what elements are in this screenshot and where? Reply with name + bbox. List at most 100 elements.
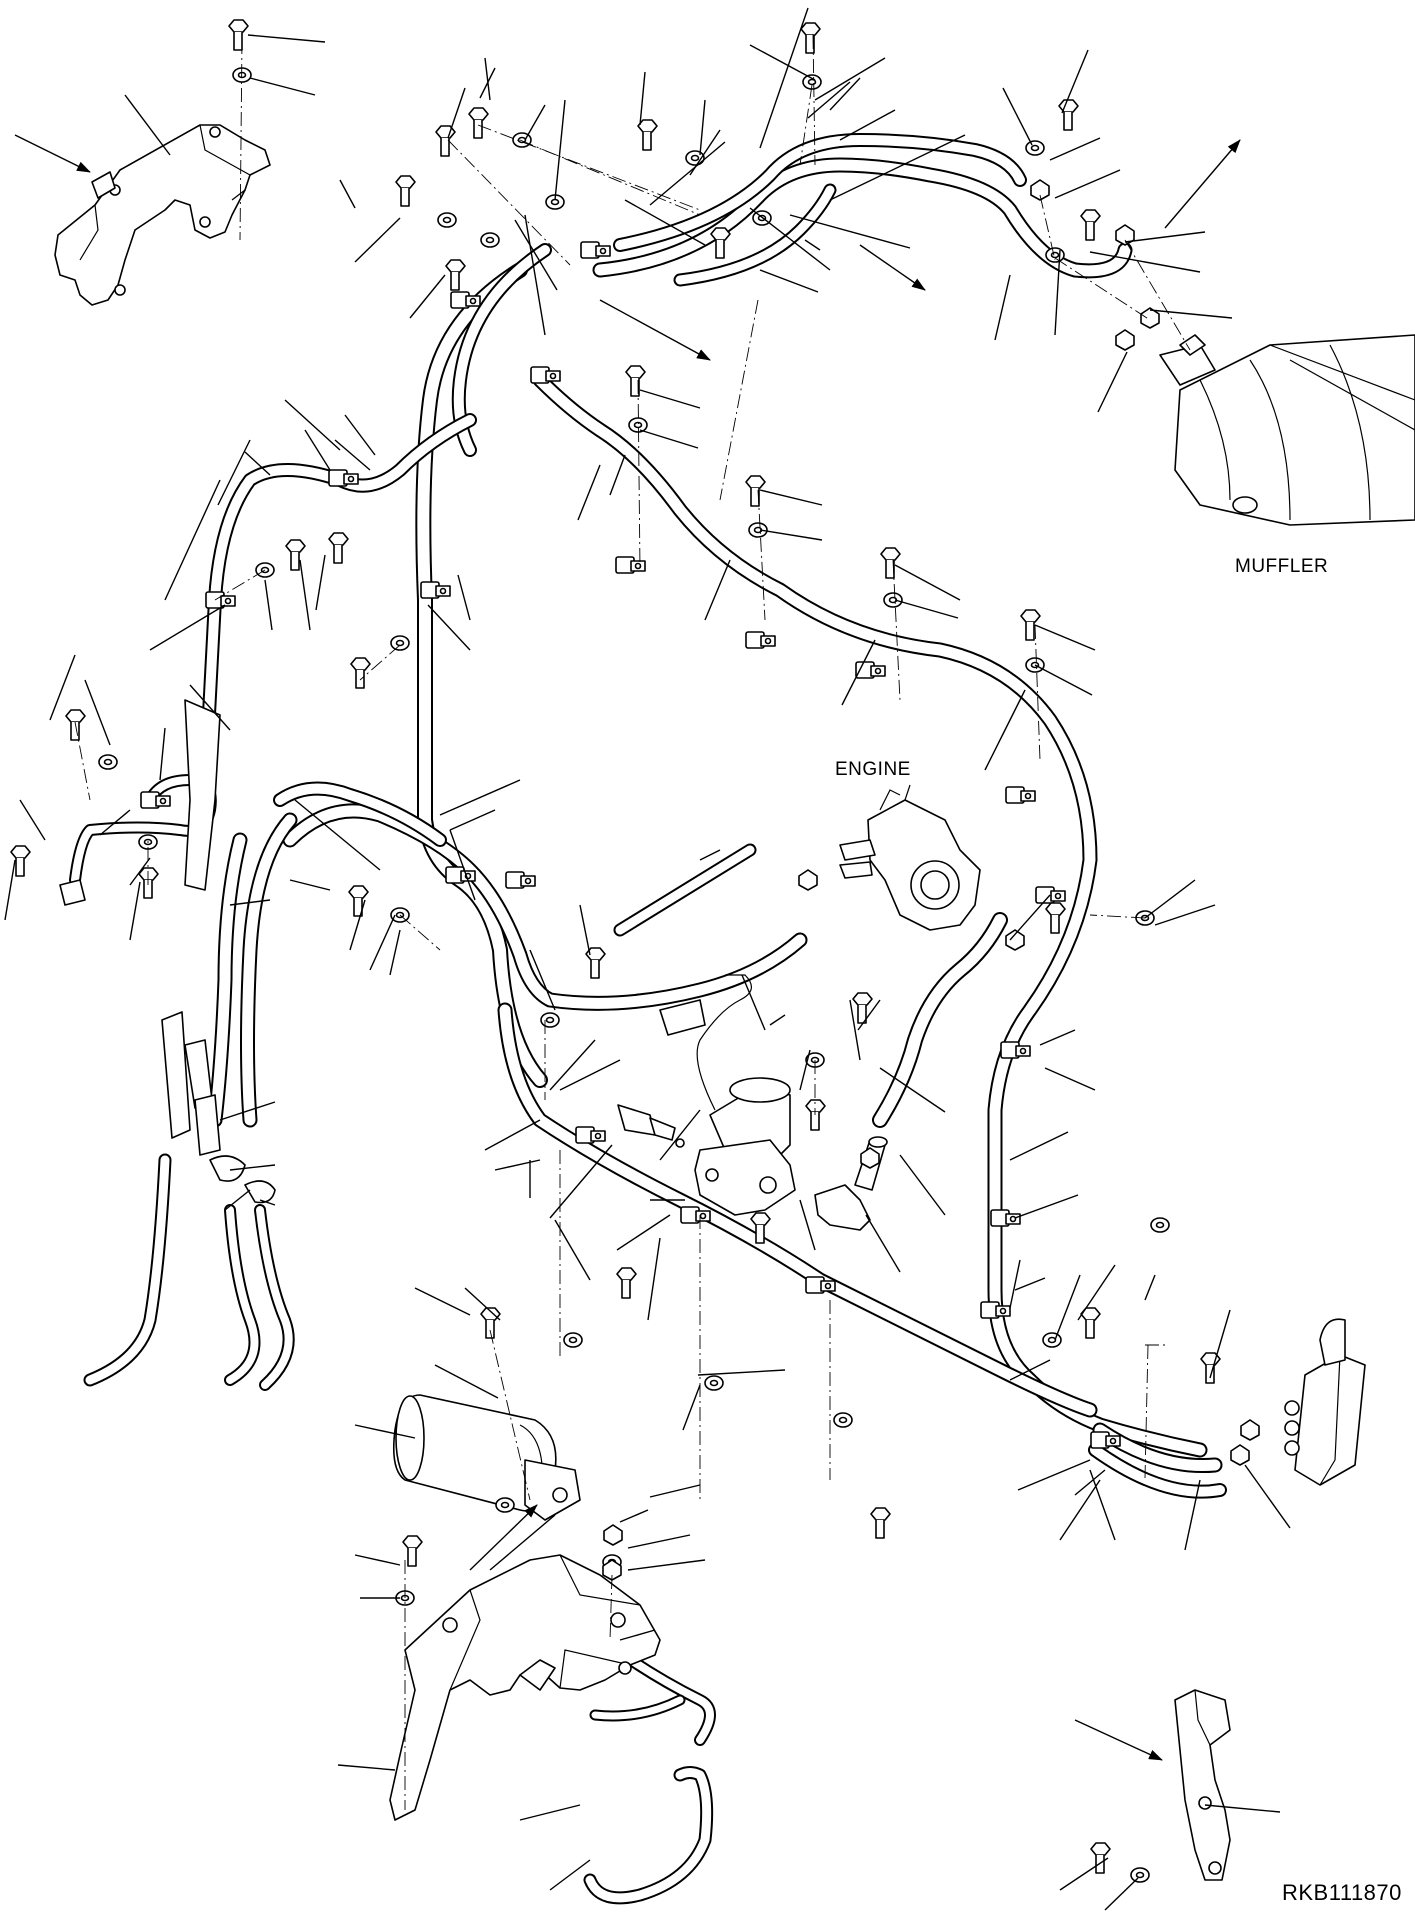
bolt-head — [750, 1212, 771, 1226]
clamp-hole — [1009, 1215, 1017, 1223]
bracket-top-left — [54, 124, 271, 306]
leader-line — [434, 1364, 499, 1399]
leader-line — [1054, 1274, 1081, 1341]
leader-line — [149, 604, 226, 651]
view-arrow — [599, 299, 711, 361]
bolt-head — [10, 845, 31, 859]
leader-line — [559, 1059, 621, 1091]
clamp-hole — [764, 637, 772, 645]
hose-fill — [615, 845, 755, 935]
view-arrow — [469, 1504, 538, 1571]
leader-line — [829, 77, 861, 111]
washer-hole — [1050, 251, 1060, 259]
leader-line — [224, 1189, 251, 1211]
bolt-head — [1045, 902, 1066, 916]
leader-line — [524, 104, 546, 141]
bolt — [1080, 209, 1101, 241]
clamp-hole — [1019, 1047, 1027, 1055]
bolt-shank — [407, 1548, 417, 1567]
bolt — [800, 22, 821, 54]
clamp — [745, 631, 776, 649]
washer — [540, 1012, 560, 1028]
bolt — [585, 947, 606, 979]
leader-line — [464, 1287, 501, 1321]
center-line — [1034, 624, 1041, 761]
clamp-hole — [549, 372, 557, 380]
bolt-shank — [1085, 222, 1095, 241]
leader-line — [514, 219, 558, 291]
leader-line — [1089, 1469, 1116, 1541]
clamp — [990, 1209, 1021, 1227]
leader-line — [814, 57, 886, 101]
clamp — [805, 1276, 836, 1294]
washer-hole — [545, 1016, 555, 1024]
center-line — [359, 644, 401, 681]
clamp-hole — [1024, 792, 1032, 800]
leader-line — [217, 439, 251, 506]
leader-line — [339, 179, 356, 209]
bolt — [445, 259, 466, 291]
leader-line — [799, 1199, 816, 1251]
leader-line — [294, 799, 381, 871]
center-line — [519, 139, 701, 216]
hex-nut — [1115, 224, 1135, 246]
leader-line — [129, 881, 141, 941]
center-line — [477, 124, 701, 211]
center-line — [1054, 257, 1151, 321]
leader-line — [639, 429, 699, 449]
leader-line — [315, 554, 326, 611]
washer — [1150, 1217, 1170, 1233]
clamp-hole — [524, 877, 532, 885]
bolt-head — [1058, 99, 1079, 113]
leader-line — [1009, 894, 1051, 941]
leader-line — [759, 489, 823, 506]
leader-line — [649, 1484, 701, 1498]
hose-fill — [209, 834, 246, 1126]
clamp — [205, 591, 236, 609]
bolt-head — [1080, 209, 1101, 223]
leader-line — [554, 1219, 591, 1281]
hose-fill — [226, 1206, 259, 1384]
bolt — [625, 365, 646, 397]
leader-line — [647, 1237, 661, 1321]
bolt-head — [1080, 1307, 1101, 1321]
leader-line — [741, 974, 766, 1031]
clamp-hole — [159, 797, 167, 805]
bolt-shank — [70, 722, 80, 741]
leader-line — [759, 529, 823, 541]
washer-hole — [395, 639, 405, 647]
leader-line — [1074, 1469, 1106, 1496]
bolt — [435, 125, 456, 157]
hose-fill — [200, 465, 345, 795]
leader-line — [649, 141, 726, 206]
leader-line — [699, 849, 721, 861]
center-line — [799, 84, 813, 166]
bolt-head — [710, 227, 731, 241]
leader-line — [354, 1554, 401, 1566]
clamp-hole — [634, 562, 642, 570]
washer — [628, 417, 648, 433]
leader-line — [449, 829, 476, 901]
clamp — [680, 1206, 711, 1224]
bolt — [350, 657, 371, 689]
hose-outline — [282, 803, 808, 1011]
leader-line — [704, 559, 731, 621]
clamp — [420, 581, 451, 599]
bolt-shank — [885, 560, 895, 579]
bolt-shank — [233, 32, 243, 51]
leader-line — [1039, 1029, 1076, 1046]
clamp — [855, 661, 886, 679]
bolt — [65, 709, 86, 741]
bracket-right-bottom — [1174, 1689, 1231, 1881]
bolt — [285, 539, 306, 571]
bolt — [138, 867, 159, 899]
bolt-head — [402, 1535, 423, 1549]
leader-line — [1009, 1131, 1069, 1161]
leader-line — [804, 239, 821, 251]
leader-line — [354, 1424, 416, 1439]
hose-fill — [335, 415, 475, 491]
center-lines — [74, 34, 1191, 1810]
hex-nut — [1240, 1419, 1260, 1441]
bolt-head — [395, 175, 416, 189]
